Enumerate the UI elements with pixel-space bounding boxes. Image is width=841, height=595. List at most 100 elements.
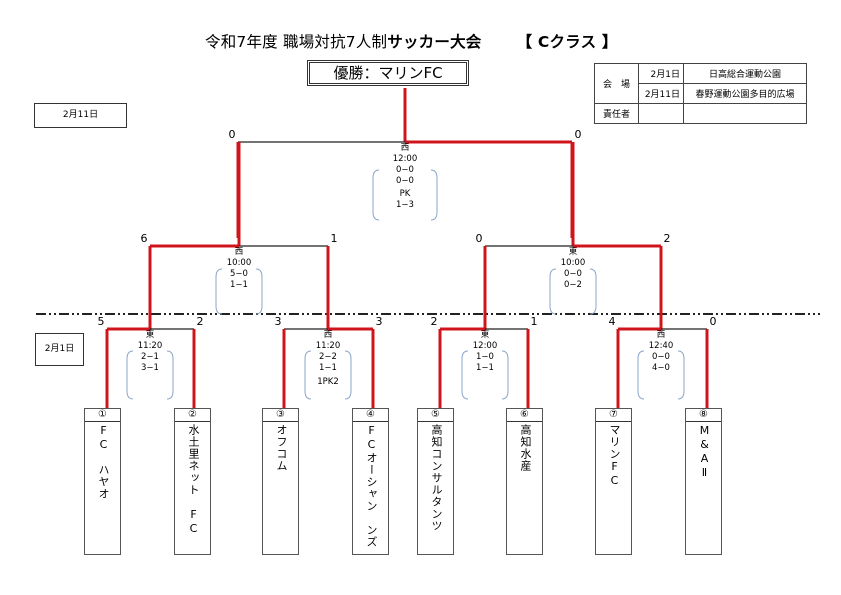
team-name: オフコム: [275, 424, 288, 472]
bracket-curve-left: [549, 268, 557, 315]
match-score-detail: 2−1: [141, 352, 159, 362]
score-right: 0: [574, 128, 582, 141]
score-right: 3: [375, 315, 383, 328]
score-left: 0: [228, 128, 236, 141]
title-main: サッカー大会: [387, 33, 482, 51]
match-time: 10:00: [226, 258, 252, 268]
bracket-curve-right: [255, 268, 263, 315]
team-box: ① FC ハヤオ: [84, 408, 121, 555]
team-box: ⑤ 高知コンサルタンツ: [417, 408, 454, 555]
manager-value-extra: [683, 103, 807, 124]
champion-box: 優勝：マリンFC: [307, 60, 469, 86]
team-name: M&AⅡ: [698, 424, 711, 480]
match-time: 12:00: [472, 341, 498, 351]
match-field: 東: [568, 247, 578, 257]
bracket-curve-left: [126, 350, 134, 400]
team-number: ①: [85, 409, 120, 422]
score-right: 1: [330, 232, 338, 245]
score-left: 3: [274, 315, 282, 328]
match-time: 12:00: [392, 154, 418, 164]
match-score-detail: 5−0: [230, 269, 248, 279]
match-field: 西: [323, 330, 333, 340]
team-box: ③ オフコム: [262, 408, 299, 555]
bracket-curve-right: [501, 350, 509, 400]
match-score-detail: 0−2: [564, 280, 582, 290]
match-score-detail: 0−0: [396, 176, 414, 186]
match-score-detail: 1PK2: [317, 377, 339, 387]
date-label-upper: 2月11日: [34, 103, 127, 128]
match-score-detail: 3−1: [141, 363, 159, 373]
team-number: ⑧: [686, 409, 721, 422]
team-name: 水土里ネット FC: [187, 424, 200, 536]
score-left: 5: [97, 315, 105, 328]
team-number: ②: [175, 409, 210, 422]
match-score-detail: 4−0: [652, 363, 670, 373]
bracket-curve-right: [589, 268, 597, 315]
bracket-curve-left: [215, 268, 223, 315]
score-right: 2: [663, 232, 671, 245]
match-score-detail: 1−1: [319, 363, 337, 373]
venue-table: 会 場 2月1日 日高総合運動公園 2月11日 春野運動公園多目的広場 責任者: [594, 63, 807, 124]
match-score-detail: 0−0: [652, 352, 670, 362]
team-name: マリンFC: [608, 424, 621, 488]
match-time: 11:20: [315, 341, 341, 351]
match-field: 東: [480, 330, 490, 340]
team-box: ② 水土里ネット FC: [174, 408, 211, 555]
class-label: 【 Cクラス 】: [516, 33, 618, 51]
team-name: FC ハヤオ: [97, 424, 110, 500]
team-number: ⑤: [418, 409, 453, 422]
match-time: 10:00: [560, 258, 586, 268]
match-score-detail: 0−0: [564, 269, 582, 279]
team-number: ③: [263, 409, 298, 422]
bracket-curve-left: [461, 350, 469, 400]
match-score-detail: 1−1: [230, 280, 248, 290]
match-field: 西: [656, 330, 666, 340]
date-label-lower: 2月1日: [35, 333, 84, 366]
bracket-curve-left: [304, 350, 312, 400]
score-left: 2: [430, 315, 438, 328]
team-name: 高知水産: [519, 424, 532, 472]
score-left: 6: [140, 232, 148, 245]
bracket-curve-right: [166, 350, 174, 400]
score-right: 1: [530, 315, 538, 328]
match-field: 西: [400, 143, 410, 153]
bracket-curve-right: [677, 350, 685, 400]
team-name: FCオーシャン ンズ: [365, 424, 378, 548]
team-box: ⑦ マリンFC: [595, 408, 632, 555]
team-box: ⑧ M&AⅡ: [685, 408, 722, 555]
match-score-detail: PK: [399, 189, 411, 199]
match-field: 西: [234, 247, 244, 257]
bracket-curve-right: [430, 169, 438, 221]
team-name: 高知コンサルタンツ: [430, 424, 443, 532]
page-title: 令和7年度 職場対抗7人制サッカー大会 【 Cクラス 】: [205, 30, 618, 52]
score-right: 2: [196, 315, 204, 328]
match-score-detail: 1−3: [396, 200, 414, 210]
team-number: ⑦: [596, 409, 631, 422]
score-left: 0: [475, 232, 483, 245]
title-prefix: 令和7年度 職場対抗7人制: [205, 33, 388, 51]
bracket-curve-left: [637, 350, 645, 400]
match-score-detail: 1−1: [476, 363, 494, 373]
venue-label: 会 場: [594, 63, 639, 104]
match-score-detail: 2−2: [319, 352, 337, 362]
score-left: 4: [608, 315, 616, 328]
match-time: 12:40: [648, 341, 674, 351]
match-time: 11:20: [137, 341, 163, 351]
match-score-detail: 1−0: [476, 352, 494, 362]
score-right: 0: [709, 315, 717, 328]
manager-label: 責任者: [594, 103, 639, 124]
bracket-curve-left: [372, 169, 380, 221]
bracket-curve-right: [344, 350, 352, 400]
match-score-detail: 0−0: [396, 165, 414, 175]
match-field: 東: [145, 330, 155, 340]
team-number: ⑥: [507, 409, 542, 422]
